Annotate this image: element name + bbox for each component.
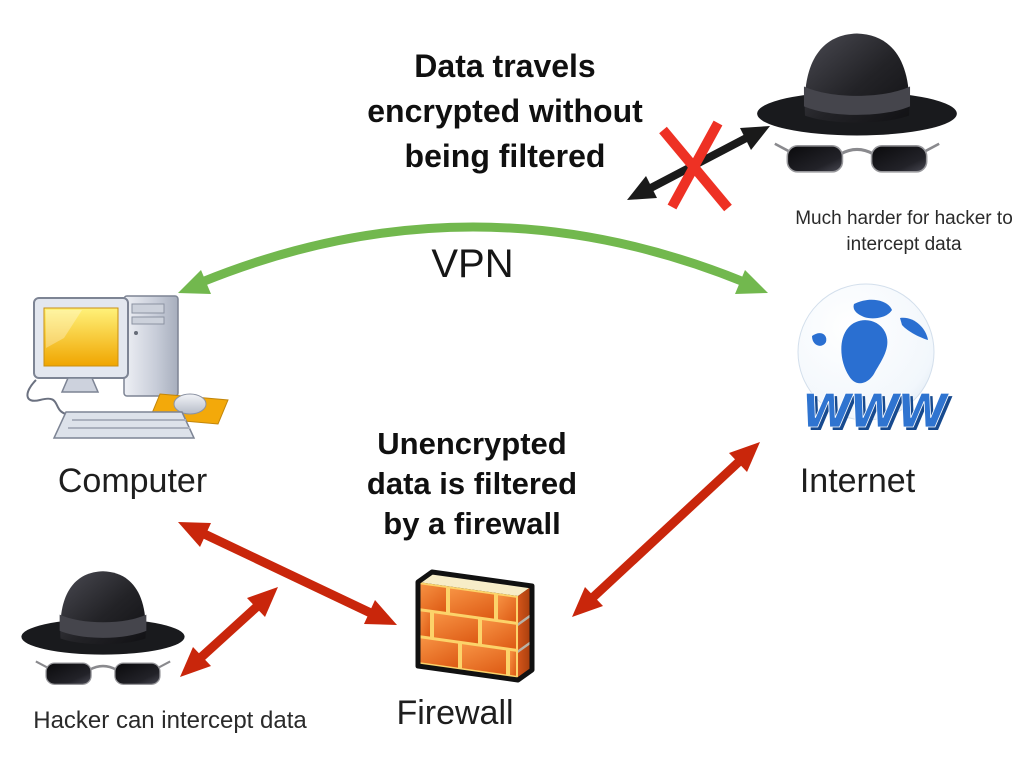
vpn-label: VPN [431, 242, 514, 286]
internet-label: Internet [799, 462, 916, 500]
title-unencrypted-data: Unencrypted data is filtered by a firewa… [366, 426, 578, 541]
hacker-bottom-icon [18, 560, 188, 688]
arrow-hacker-intercept [180, 587, 278, 677]
firewall-label: Firewall [396, 694, 514, 732]
caption-hacker-bottom: Hacker can intercept data [33, 707, 307, 734]
firewall-icon [415, 569, 535, 683]
www-text: WWW [801, 384, 949, 438]
title-encrypted-data: Data travels encrypted without being fil… [367, 48, 643, 174]
computer-icon [26, 295, 229, 439]
hacker-top-icon [753, 20, 961, 176]
internet-icon: WWW WWW [797, 283, 956, 441]
computer-label: Computer [57, 462, 208, 500]
www-shadow-text: WWW [804, 387, 952, 441]
caption-hacker-top: Much harder for hacker to intercept data [795, 208, 1013, 255]
